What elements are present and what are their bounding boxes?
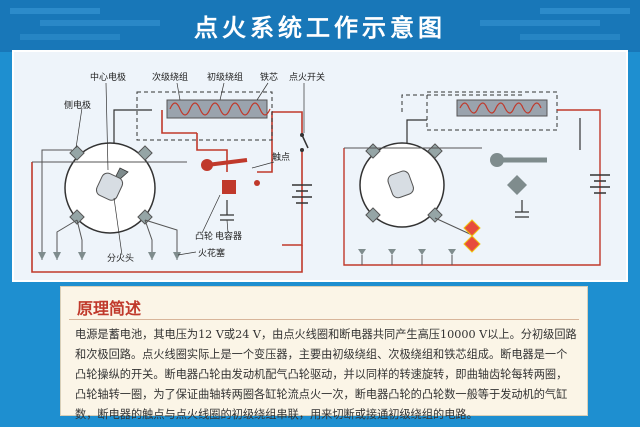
label-cam: 凸轮	[195, 230, 213, 242]
label-capacitor: 电容器	[215, 230, 242, 242]
ignition-diagram: 中心电极 次级绕组 初级绕组 铁芯 点火开关 侧电极 触点 凸轮 电容器 分火头…	[31, 71, 610, 273]
label-ignition-switch: 点火开关	[289, 71, 325, 83]
title-decoration-right	[460, 0, 640, 52]
heading-divider	[69, 319, 579, 320]
page-title: 点火系统工作示意图	[194, 14, 446, 42]
left-circuit	[31, 91, 312, 273]
right-circuit	[343, 91, 610, 266]
label-center-electrode: 中心电极	[90, 71, 126, 83]
title-decoration-left	[0, 0, 180, 52]
title-bar: 点火系统工作示意图	[0, 0, 640, 52]
description-body: 电源是蓄电池，其电压为12 V或24 V，由点火线圈和断电器共同产生高压1000…	[75, 328, 577, 421]
label-distributor-head: 分火头	[107, 253, 134, 264]
description-panel: 原理简述 电源是蓄电池，其电压为12 V或24 V，由点火线圈和断电器共同产生高…	[60, 286, 588, 421]
label-iron-core: 铁芯	[260, 71, 278, 83]
description-heading: 原理简述	[77, 299, 142, 318]
label-side-electrode: 侧电极	[64, 99, 91, 111]
label-primary-winding: 初级绕组	[207, 71, 243, 83]
label-contact-point: 触点	[272, 151, 290, 163]
diagram-panel: 中心电极 次级绕组 初级绕组 铁芯 点火开关 侧电极 触点 凸轮 电容器 分火头…	[12, 50, 628, 282]
label-spark-plug: 火花塞	[198, 247, 225, 259]
label-secondary-winding: 次级绕组	[152, 71, 188, 83]
